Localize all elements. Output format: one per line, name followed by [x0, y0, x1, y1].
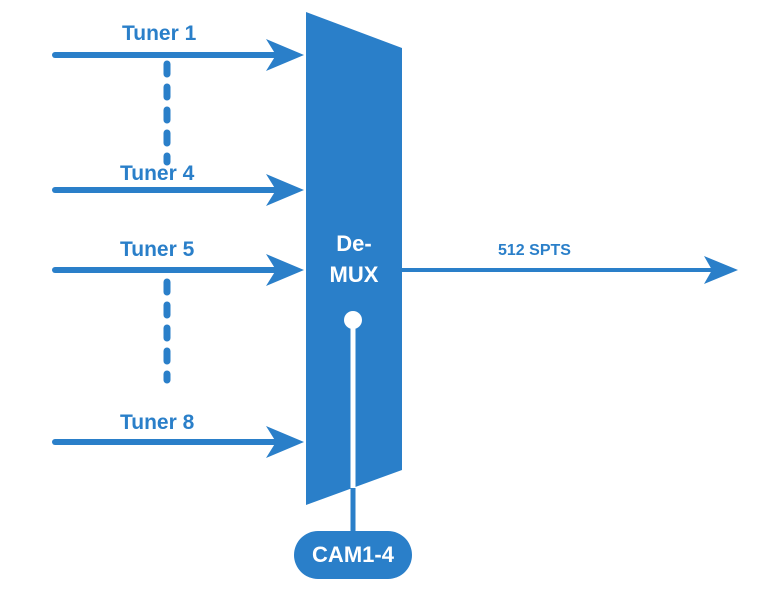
- demux-block: [306, 12, 402, 505]
- tuner-8-arrow: [52, 426, 304, 458]
- demux-label-line1: De-: [336, 231, 372, 256]
- tuner-8-label: Tuner 8: [120, 411, 195, 434]
- cam-module: CAM1-4: [294, 531, 412, 579]
- cam-connector-node: [344, 311, 362, 329]
- tuner-1-arrow: [52, 39, 304, 71]
- tuner-5-arrow: [52, 254, 304, 286]
- demux-label-line2: MUX: [329, 262, 379, 287]
- tuner-4-label: Tuner 4: [120, 162, 195, 185]
- tuner-5-label: Tuner 5: [120, 238, 195, 261]
- cam-label: CAM1-4: [312, 542, 394, 567]
- tuner-1-label: Tuner 1: [122, 22, 197, 45]
- demux-label: De- MUX: [304, 228, 404, 290]
- tuner-4-arrow: [52, 174, 304, 206]
- output-label: 512 SPTS: [498, 242, 571, 259]
- output-arrow: [400, 256, 738, 284]
